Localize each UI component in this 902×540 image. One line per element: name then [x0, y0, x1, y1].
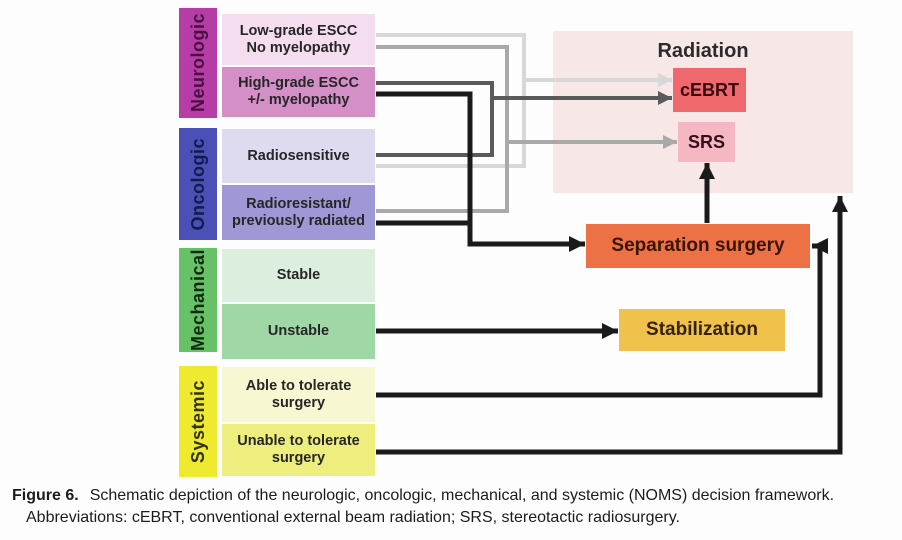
- arrow-able-to-separation-surgery-arrowhead: [812, 238, 828, 254]
- category-label-systemic: Systemic: [187, 379, 208, 464]
- node-label-unstable: Unstable: [267, 323, 330, 339]
- node-cebrt: cEBRT: [673, 68, 746, 112]
- category-bar-mechanical: Mechanical: [179, 248, 217, 352]
- category-bar-neurologic: Neurologic: [179, 8, 217, 118]
- caption-figure-label: Figure 6.: [12, 487, 79, 504]
- node-label-radioresistant: Radioresistant/ previously radiated: [232, 195, 365, 229]
- node-label-low-grade-escc: Low-grade ESCC No myelopathy: [239, 22, 358, 56]
- node-low-grade-escc: Low-grade ESCC No myelopathy: [222, 14, 375, 65]
- category-label-oncologic: Oncologic: [187, 137, 208, 231]
- node-label-radiosensitive: Radiosensitive: [247, 147, 350, 164]
- arrow-high-grade-plus-radioresistant-to-separation-surgery-arrowhead: [569, 236, 585, 252]
- node-label-stable: Stable: [276, 267, 321, 283]
- node-high-grade-escc: High-grade ESCC +/- myelopathy: [222, 67, 375, 117]
- arrow-unstable-to-stabilization-arrowhead: [602, 323, 618, 339]
- junction-low-grade-plus-radiosensitive: [376, 33, 526, 168]
- category-label-mechanical: Mechanical: [187, 248, 208, 352]
- caption-line-1: Figure 6. Schematic depiction of the neur…: [12, 485, 894, 507]
- junction-high-grade-plus-radiosensitive: [376, 81, 494, 157]
- radiation-title: Radiation: [657, 40, 749, 62]
- category-bar-systemic: Systemic: [179, 366, 217, 477]
- node-unstable: Unstable: [222, 304, 375, 359]
- node-radiation-region: Radiation: [553, 31, 853, 193]
- node-stable: Stable: [222, 249, 375, 302]
- junction-low-grade-plus-radioresistant: [376, 45, 509, 213]
- caption-abbreviations: Abbreviations: cEBRT, conventional exter…: [26, 509, 680, 526]
- node-radioresistant: Radioresistant/ previously radiated: [222, 185, 375, 240]
- node-stabilization: Stabilization: [619, 309, 785, 351]
- node-able-to-tolerate-surgery: Able to tolerate surgery: [222, 367, 375, 422]
- category-bar-oncologic: Oncologic: [179, 128, 217, 240]
- arrow-unable-to-radiation-arrowhead: [832, 196, 848, 212]
- node-unable-to-tolerate-surgery: Unable to tolerate surgery: [222, 424, 375, 476]
- caption-text: Schematic depiction of the neurologic, o…: [89, 487, 835, 504]
- node-label-able-to-tolerate-surgery: Able to tolerate surgery: [245, 377, 352, 411]
- node-radiosensitive: Radiosensitive: [222, 129, 375, 183]
- node-label-unable-to-tolerate-surgery: Unable to tolerate surgery: [237, 433, 360, 466]
- node-separation-surgery: Separation surgery: [586, 224, 810, 268]
- node-label-high-grade-escc: High-grade ESCC +/- myelopathy: [238, 75, 359, 108]
- node-srs: SRS: [678, 122, 735, 162]
- category-label-neurologic: Neurologic: [187, 13, 208, 113]
- figure-caption: Figure 6. Schematic depiction of the neur…: [12, 485, 894, 529]
